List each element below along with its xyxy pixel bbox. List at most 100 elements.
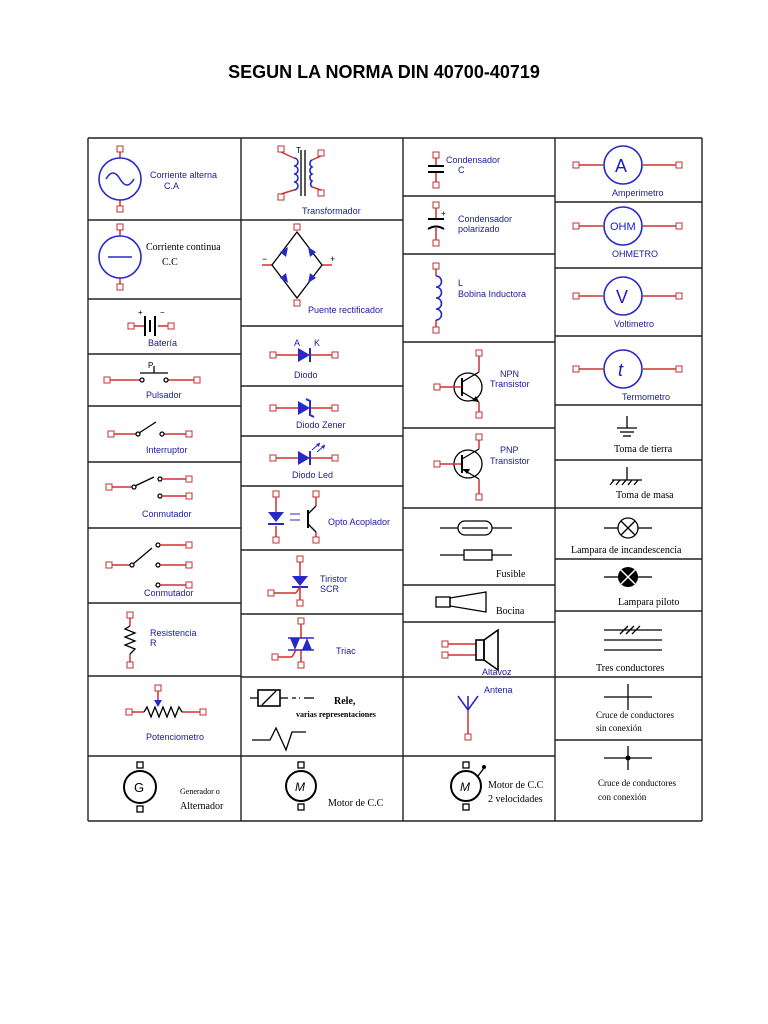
cell-pulsador: P Pulsador <box>103 361 201 400</box>
svg-text:−: − <box>160 308 165 317</box>
potentiometer-icon <box>125 684 207 719</box>
label-opto-acoplador: Opto Acoplador <box>328 517 390 527</box>
cross-connection-icon <box>604 746 652 770</box>
thyristor-icon <box>267 555 308 607</box>
bridge-rectifier-icon: − + <box>262 223 335 307</box>
fuse-icon <box>440 520 512 561</box>
cell-toma-tierra: Toma de tierra <box>614 416 673 455</box>
cell-motor-2-velocidades: M Motor de C.C 2 velocidades <box>450 761 544 811</box>
label-motor-cc: Motor de C.C <box>328 798 384 809</box>
table-grid <box>87 137 703 822</box>
motor2-letter: M <box>460 780 470 794</box>
termometro-letter: t <box>618 360 624 380</box>
switch-icon <box>107 421 193 438</box>
cell-condensador-polarizado: + Condensador polarizado <box>427 201 512 247</box>
speaker-icon <box>441 628 499 672</box>
label-c: C <box>458 165 465 175</box>
amperimetro-letter: A <box>615 156 627 176</box>
label-diodo-zener: Diodo Zener <box>296 420 346 430</box>
cell-diodo-led: Diodo Led <box>269 442 339 480</box>
label-cruce-con-1: Cruce de conductores <box>598 778 676 788</box>
pnp-transistor-icon <box>433 433 483 501</box>
cell-amperimetro: A Amperimetro <box>572 145 683 198</box>
cell-altavoz: Altavoz <box>441 628 512 677</box>
lamp-icon <box>604 517 652 539</box>
transformer-icon: T <box>277 145 325 201</box>
diode-icon <box>269 348 339 362</box>
ammeter-icon: A <box>572 145 683 185</box>
label-tres-conductores: Tres conductores <box>596 663 664 674</box>
ground-icon <box>617 416 637 437</box>
battery-icon: + − <box>127 308 175 336</box>
label-triac: Triac <box>336 646 356 656</box>
label-corriente-continua: Corriente continua <box>146 242 221 253</box>
label-tiristor: Tiristor <box>320 574 347 584</box>
label-pnp: PNP <box>500 445 519 455</box>
label-lampara-piloto: Lampara piloto <box>618 597 679 608</box>
cell-cruce-con-conexion: Cruce de conductores con conexión <box>598 746 676 802</box>
cell-diodo: A K Diodo <box>269 338 339 380</box>
ohmetro-letter: OHM <box>610 221 636 233</box>
cross-no-connection-icon <box>604 684 652 710</box>
label-r: R <box>150 638 157 648</box>
label-diodo-a: A <box>294 338 300 348</box>
page-title: SEGUN LA NORMA DIN 40700-40719 <box>228 62 540 82</box>
chassis-ground-icon <box>609 467 642 486</box>
capacitor-icon <box>428 151 444 189</box>
label-ca: C.A <box>164 181 179 191</box>
cell-condensador: Condensador C <box>428 151 500 189</box>
cell-ohmetro: OHM OHMETRO <box>572 206 683 259</box>
svg-text:+: + <box>441 209 446 218</box>
label-l: L <box>458 278 463 288</box>
horn-icon <box>435 591 487 613</box>
polarized-capacitor-icon: + <box>427 201 446 247</box>
svg-text:+: + <box>138 308 143 317</box>
cell-conmutador-2: Conmutador <box>105 541 194 598</box>
cell-corriente-continua: Corriente continua C.C <box>98 223 221 291</box>
generador-letter: G <box>134 780 144 795</box>
label-diodo-k: K <box>314 338 320 348</box>
label-condensador: Condensador <box>446 155 500 165</box>
relay-icon <box>250 689 314 752</box>
cell-antena: Antena <box>457 685 513 741</box>
ohmmeter-icon: OHM <box>572 206 683 246</box>
cell-interruptor: Interruptor <box>107 421 193 455</box>
optocoupler-icon <box>268 490 320 544</box>
label-bobina: Bobina Inductora <box>458 289 526 299</box>
pilot-lamp-icon <box>604 567 652 587</box>
label-potenciometro: Potenciometro <box>146 732 204 742</box>
label-ohmetro: OHMETRO <box>612 249 658 259</box>
cell-fusible: Fusible <box>440 520 526 580</box>
label-fusible: Fusible <box>496 569 526 580</box>
voltmeter-icon: V <box>572 276 683 316</box>
cell-rele: Rele, varias representaciones <box>250 689 376 752</box>
cell-resistencia: Resistencia R <box>123 611 197 669</box>
pulsador-letter: P <box>148 361 153 370</box>
label-cruce-con-2: con conexión <box>598 792 647 802</box>
cell-npn: NPN Transistor <box>433 349 530 419</box>
motor-icon: M <box>285 761 317 811</box>
cell-diodo-zener: Diodo Zener <box>269 398 346 430</box>
cell-generador: G Generador o Alternador <box>123 761 224 813</box>
label-generador: Generador o <box>180 787 220 796</box>
label-npn-transistor: Transistor <box>490 379 530 389</box>
motor-letter: M <box>295 780 305 794</box>
label-scr: SCR <box>320 584 340 594</box>
two-speed-motor-icon: M <box>450 761 486 811</box>
label-rele: Rele, <box>334 696 356 707</box>
label-pulsador: Pulsador <box>146 390 182 400</box>
inductor-icon <box>432 262 443 334</box>
label-bateria: Batería <box>148 338 177 348</box>
label-alternador: Alternador <box>180 801 224 812</box>
label-conmutador-1: Conmutador <box>142 509 192 519</box>
label-motor-2v: Motor de C.C <box>488 780 544 791</box>
cell-bobina: L Bobina Inductora <box>432 262 526 334</box>
generator-icon: G <box>123 761 157 813</box>
npn-transistor-icon <box>433 349 483 419</box>
label-conmutador-2: Conmutador <box>144 588 194 598</box>
label-condensador-pol: Condensador <box>458 214 512 224</box>
cell-potenciometro: Potenciometro <box>125 684 207 742</box>
cell-cruce-sin-conexion: Cruce de conductores sin conexión <box>596 684 674 733</box>
cell-termometro: t Termometro <box>572 349 683 402</box>
